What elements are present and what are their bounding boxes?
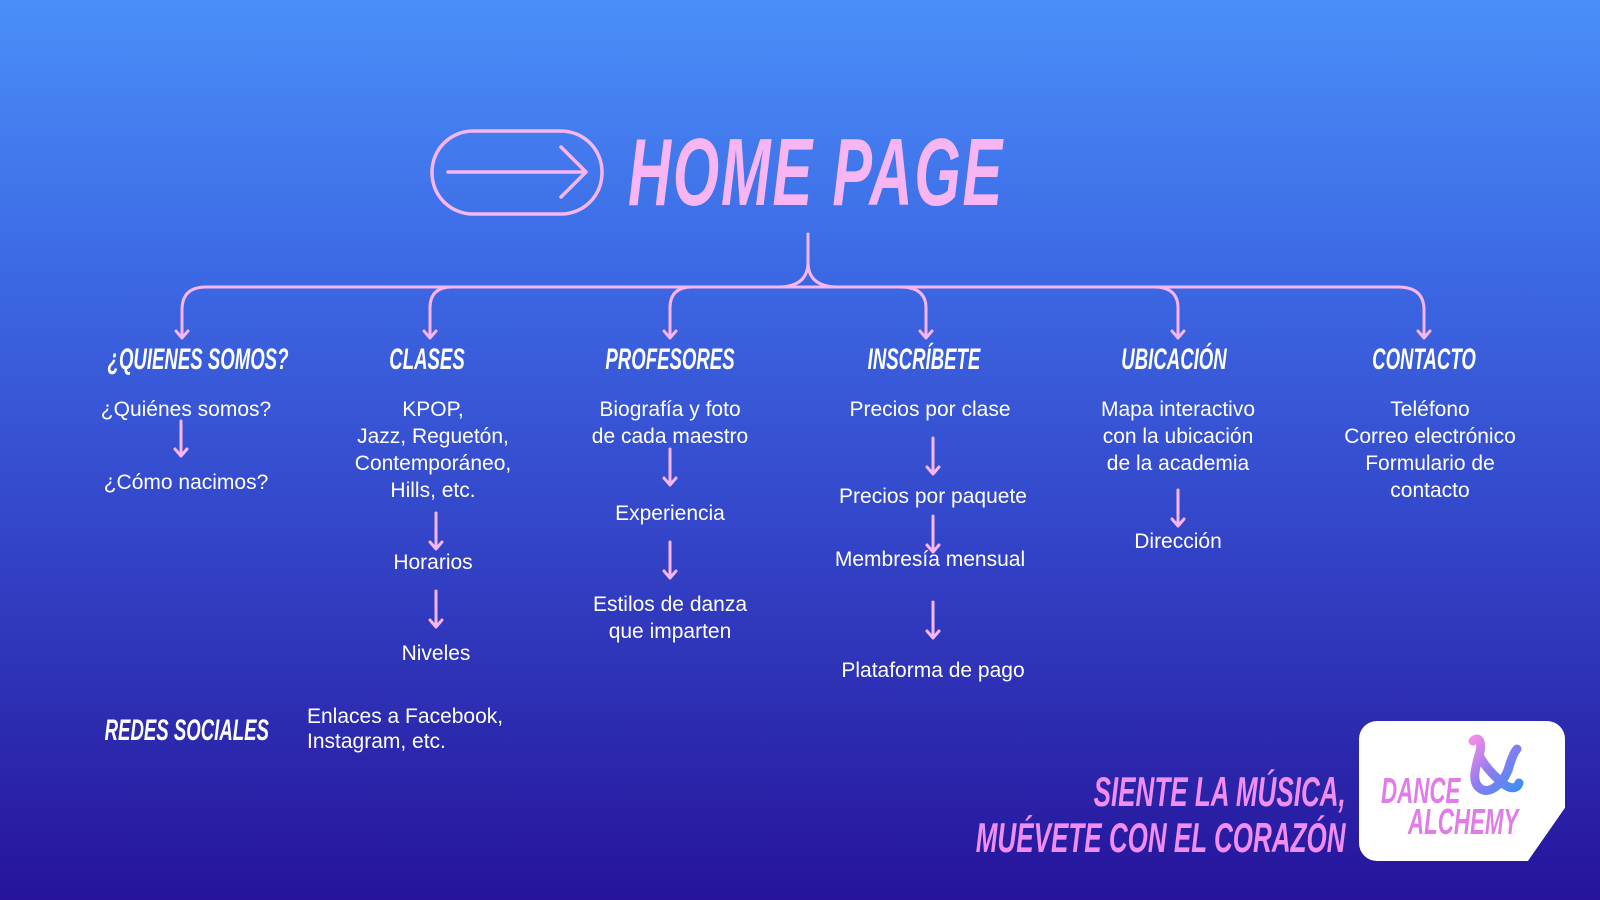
- list-item: Biografía y foto de cada maestro: [591, 398, 749, 448]
- social-links-text: Enlaces a Facebook, Instagram, etc.: [307, 705, 504, 753]
- logo-text-dance: DANCE: [1381, 770, 1461, 811]
- arrow-pill-icon: [430, 129, 604, 216]
- heading-ubicacion: UBICACIÓN: [1121, 343, 1227, 376]
- down-arrows: [173, 419, 1186, 640]
- list-item: Experiencia: [615, 502, 725, 525]
- list-item: ¿Cómo nacimos?: [103, 471, 269, 494]
- logo-card: [1359, 721, 1565, 861]
- list-item: Teléfono Correo electrónico Formulario d…: [1344, 398, 1516, 502]
- tagline-line-2: MUÉVETE CON EL CORAZÓN: [976, 814, 1346, 861]
- list-item: Plataforma de pago: [841, 659, 1025, 682]
- branch-line: [180, 285, 1426, 339]
- heading-contacto: CONTACTO: [1372, 343, 1476, 376]
- list-item: Mapa interactivo con la ubicación de la …: [1100, 398, 1256, 475]
- list-item: Horarios: [393, 551, 473, 574]
- list-item: Membresía mensual: [834, 548, 1026, 571]
- heading-redes-sociales: REDES SOCIALES: [104, 714, 269, 747]
- heading-profesores: PROFESORES: [605, 343, 735, 376]
- list-item: ¿Quiénes somos?: [100, 398, 272, 421]
- list-item: KPOP, Jazz, Reguetón, Contemporáneo, Hil…: [354, 398, 512, 502]
- list-item: Precios por clase: [849, 398, 1011, 421]
- heading-clases: CLASES: [389, 343, 465, 376]
- heading-inscribete: INSCRÍBETE: [867, 343, 981, 376]
- tagline-line-1: SIENTE LA MÚSICA,: [1093, 768, 1346, 815]
- page-title: HOME PAGE: [628, 119, 1005, 226]
- list-item: Dirección: [1134, 530, 1222, 553]
- list-item: Niveles: [401, 642, 471, 665]
- heading-quienes-somos: ¿QUIENES SOMOS?: [107, 343, 289, 376]
- title-brace: [776, 232, 840, 289]
- arrow-right-icon: [446, 145, 588, 199]
- logo-text-alchemy: ALCHEMY: [1408, 801, 1519, 842]
- list-item: Estilos de danza que imparten: [592, 593, 748, 643]
- list-item: Precios por paquete: [839, 485, 1027, 508]
- dance-alchemy-logo-icon: [1468, 734, 1524, 795]
